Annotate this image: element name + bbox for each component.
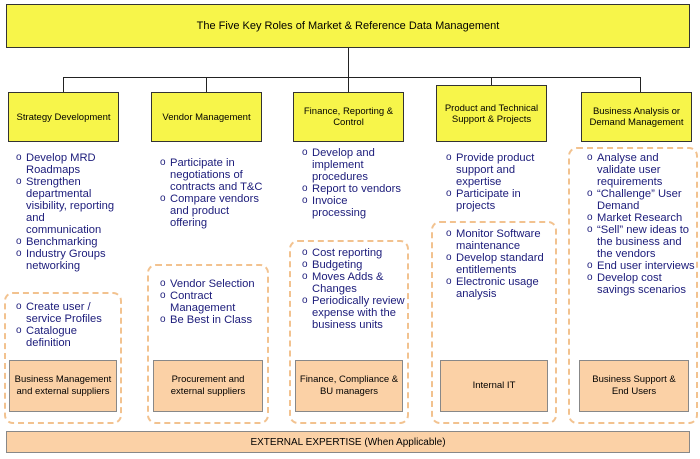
list-item: Develop and implement procedures: [302, 147, 402, 183]
group-box-finance: Finance, Compliance & BU managers: [295, 360, 403, 412]
connector-bar: [63, 77, 641, 78]
list-item: Develop standard entitlements: [446, 252, 554, 276]
group-label: Business Support & End Users: [592, 374, 676, 397]
list-item: Industry Groups networking: [16, 248, 122, 272]
diagram-title-text: The Five Key Roles of Market & Reference…: [196, 20, 500, 32]
role-header-business: Business Analysis or Demand Management: [581, 92, 692, 142]
list-item: Benchmarking: [16, 236, 122, 248]
list-item: Analyse and validate user requirements: [587, 152, 695, 188]
list-item: End user interviews: [587, 260, 695, 272]
list-item: Periodically review expense with the bus…: [302, 295, 406, 331]
list-item: Provide product support and expertise: [446, 152, 550, 188]
role-items-vendor: Participate in negotiations of contracts…: [160, 157, 264, 229]
external-expertise-bar: EXTERNAL EXPERTISE (When Applicable): [6, 431, 690, 453]
external-expertise-label: EXTERNAL EXPERTISE (When Applicable): [250, 436, 446, 448]
list-item: Contract Management: [160, 290, 268, 314]
list-item: Invoice processing: [302, 195, 402, 219]
connector-4: [491, 77, 492, 85]
role-header-product: Product and Technical Support & Projects: [436, 85, 547, 142]
list-item: Participate in negotiations of contracts…: [160, 157, 264, 193]
list-item: Moves Adds & Changes: [302, 271, 406, 295]
role-items2-strategy: Create user / service Profiles Catalogue…: [16, 301, 120, 349]
list-item: Compare vendors and product offering: [160, 193, 264, 229]
role-items2-finance: Cost reporting Budgeting Moves Adds & Ch…: [302, 247, 406, 331]
connector-5: [640, 77, 641, 92]
group-label: Internal IT: [472, 380, 516, 391]
role-items-business: Analyse and validate user requirements “…: [587, 152, 695, 296]
connector-3: [348, 77, 349, 92]
list-item: Be Best in Class: [160, 314, 268, 326]
list-item: “Sell” new ideas to the business and the…: [587, 224, 695, 260]
group-label: Finance, Compliance & BU managers: [299, 374, 399, 397]
dashed-group-business: [568, 147, 698, 424]
group-box-strategy: Business Management and external supplie…: [9, 360, 117, 412]
role-items2-product: Monitor Software maintenance Develop sta…: [446, 228, 554, 300]
list-item: Monitor Software maintenance: [446, 228, 554, 252]
list-item: Develop MRD Roadmaps: [16, 152, 122, 176]
list-item: Cost reporting: [302, 247, 406, 259]
role-items-product: Provide product support and expertise Pa…: [446, 152, 550, 212]
list-item: Report to vendors: [302, 183, 402, 195]
group-label: Procurement and external suppliers: [170, 374, 246, 397]
list-item: Create user / service Profiles: [16, 301, 120, 325]
group-box-business: Business Support & End Users: [579, 360, 689, 412]
role-header-label: Finance, Reporting & Control: [303, 106, 394, 128]
role-header-vendor: Vendor Management: [151, 92, 262, 142]
role-items-strategy: Develop MRD Roadmaps Strengthen departme…: [16, 152, 122, 272]
role-items-finance: Develop and implement procedures Report …: [302, 147, 402, 219]
list-item: “Challenge” User Demand: [587, 188, 695, 212]
role-header-label: Strategy Development: [16, 111, 111, 123]
group-label: Business Management and external supplie…: [14, 374, 112, 397]
dashed-group-finance: [289, 240, 409, 424]
connector-2: [206, 77, 207, 92]
group-box-vendor: Procurement and external suppliers: [153, 360, 263, 412]
role-header-strategy: Strategy Development: [8, 92, 119, 142]
dashed-group-strategy: [4, 292, 122, 424]
list-item: Vendor Selection: [160, 278, 268, 290]
role-header-finance: Finance, Reporting & Control: [293, 92, 404, 142]
role-items2-vendor: Vendor Selection Contract Management Be …: [160, 278, 268, 326]
role-header-label: Vendor Management: [162, 111, 251, 123]
diagram-title: The Five Key Roles of Market & Reference…: [6, 4, 690, 48]
list-item: Strengthen departmental visibility, repo…: [16, 176, 122, 236]
list-item: Budgeting: [302, 259, 406, 271]
list-item: Catalogue definition: [16, 325, 120, 349]
list-item: Develop cost savings scenarios: [587, 272, 695, 296]
role-header-label: Business Analysis or Demand Management: [589, 106, 684, 128]
dashed-group-vendor: [147, 264, 269, 424]
role-header-label: Product and Technical Support & Projects: [444, 102, 539, 125]
dashed-group-product: [431, 221, 557, 424]
connector-1: [63, 77, 64, 92]
group-box-product: Internal IT: [440, 360, 548, 412]
list-item: Electronic usage analysis: [446, 276, 554, 300]
list-item: Participate in projects: [446, 188, 550, 212]
list-item: Market Research: [587, 212, 695, 224]
connector-trunk: [348, 48, 349, 78]
